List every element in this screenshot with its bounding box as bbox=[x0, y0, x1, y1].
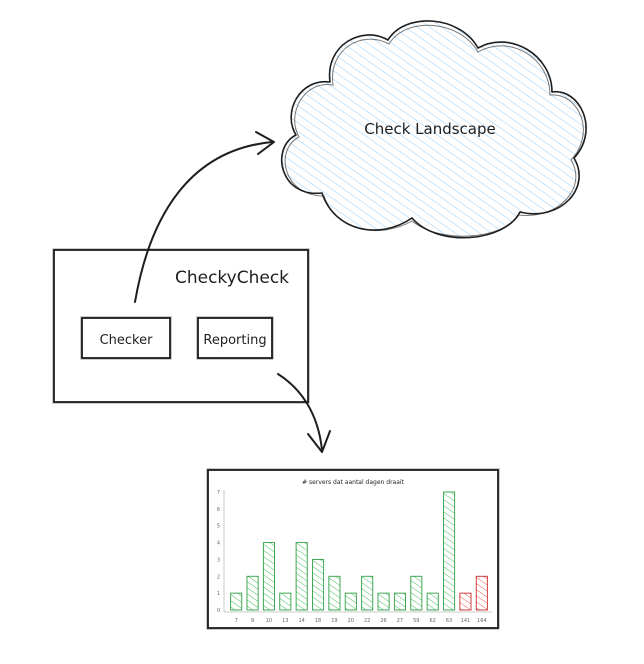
chart-bar bbox=[393, 592, 406, 611]
cloud-shape bbox=[281, 20, 587, 239]
chart-x-ticks: 7 9 10 13 14 18 19 20 22 26 27 59 62 63 141 164 bbox=[235, 618, 487, 624]
chart-bar bbox=[410, 575, 423, 611]
chart-x-tick-label: 20 bbox=[348, 618, 354, 624]
reporting-label: Reporting bbox=[203, 333, 266, 348]
chart-bar bbox=[344, 592, 357, 611]
arrow-checker-to-cloud-head bbox=[255, 131, 275, 155]
chart-x-tick-label: 59 bbox=[413, 618, 419, 624]
chart-y-tick-label: 3 bbox=[217, 557, 220, 563]
chart-bar bbox=[459, 592, 472, 611]
checker-frame bbox=[81, 317, 171, 359]
chart-y-tick-label: 1 bbox=[217, 591, 220, 597]
checker-box[interactable]: Checker bbox=[80, 316, 172, 360]
chart-x-tick-label: 9 bbox=[251, 618, 254, 624]
chart-y-tick-label: 4 bbox=[217, 541, 220, 547]
chart-bar bbox=[262, 542, 275, 611]
checker-label: Checker bbox=[100, 333, 154, 348]
chart-y-tick-label: 0 bbox=[217, 608, 220, 614]
cloud-check-landscape[interactable]: Check Landscape bbox=[281, 20, 587, 239]
reporting-frame bbox=[197, 317, 273, 359]
bar-chart[interactable]: # servers dat aantal dagen draait 0 1 2 3 4 5… bbox=[206, 468, 500, 630]
chart-y-tick-label: 6 bbox=[217, 507, 220, 513]
chart-bar bbox=[443, 491, 456, 611]
arrow-checker-to-cloud-line bbox=[134, 141, 273, 303]
chart-x-tick-label: 7 bbox=[235, 618, 238, 624]
chart-bars bbox=[230, 491, 488, 611]
chart-x-tick-label: 14 bbox=[299, 618, 305, 624]
chart-bar bbox=[312, 558, 325, 611]
chart-y-tick-label: 7 bbox=[217, 490, 220, 496]
checker-frame-sketch bbox=[80, 316, 172, 360]
chart-x-tick-label: 19 bbox=[331, 618, 337, 624]
arrow-reporting-to-chart-head bbox=[307, 430, 331, 453]
chart-title: # servers dat aantal dagen draait bbox=[302, 479, 404, 486]
chart-y-tick-label: 2 bbox=[217, 574, 220, 580]
chart-y-tick-label: 5 bbox=[217, 524, 220, 530]
chart-bar bbox=[377, 592, 390, 611]
reporting-box[interactable]: Reporting bbox=[196, 316, 274, 360]
chart-bar bbox=[475, 575, 488, 611]
arrow-reporting-to-chart[interactable] bbox=[277, 373, 331, 453]
chart-x-tick-label: 18 bbox=[315, 618, 321, 624]
chart-bar bbox=[328, 575, 341, 611]
chart-x-tick-label: 62 bbox=[430, 618, 436, 624]
chart-bar bbox=[361, 575, 374, 611]
cloud-outline-sketch bbox=[284, 24, 584, 237]
arrow-reporting-to-chart-line bbox=[277, 373, 323, 451]
chart-bar bbox=[295, 542, 308, 611]
chart-bar bbox=[230, 592, 243, 611]
chart-bar bbox=[426, 592, 439, 611]
chart-x-tick-label: 63 bbox=[446, 618, 452, 624]
chart-y-ticks: 0 1 2 3 4 5 6 7 bbox=[217, 490, 220, 614]
checkycheck-frame-sketch bbox=[52, 248, 310, 404]
chart-bar bbox=[246, 575, 259, 611]
chart-x-tick-label: 10 bbox=[266, 618, 272, 624]
cloud-label: Check Landscape bbox=[364, 120, 496, 138]
arrow-checker-to-cloud[interactable] bbox=[134, 131, 275, 303]
chart-x-tick-label: 13 bbox=[282, 618, 288, 624]
chart-x-tick-label: 141 bbox=[461, 618, 471, 624]
chart-x-tick-label: 164 bbox=[477, 618, 487, 624]
checkycheck-title: CheckyCheck bbox=[175, 268, 289, 288]
reporting-frame-sketch bbox=[196, 316, 274, 360]
chart-x-tick-label: 22 bbox=[364, 618, 370, 624]
chart-x-tick-label: 26 bbox=[380, 618, 386, 624]
chart-x-tick-label: 27 bbox=[397, 618, 403, 624]
chart-frame-sketch bbox=[206, 468, 500, 630]
chart-bar bbox=[279, 592, 292, 611]
